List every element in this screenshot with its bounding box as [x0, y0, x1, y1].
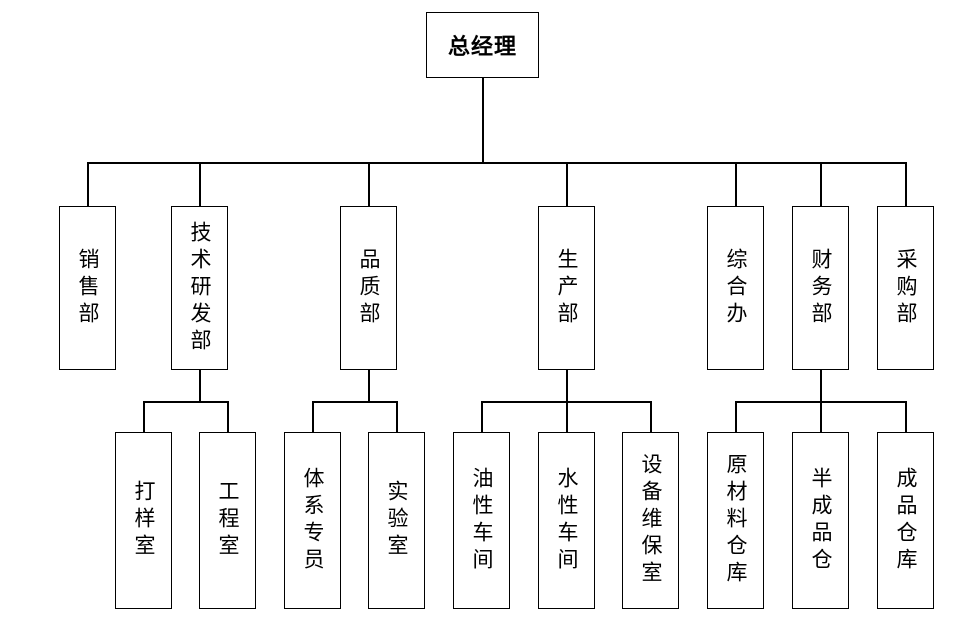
node-dept-purchasing-label: 采购部 [894, 247, 918, 329]
node-sub-laboratory-label: 实验室 [385, 480, 409, 561]
node-sub-engineering-room: 工程室 [199, 432, 256, 609]
connector-dept-purchasing [905, 162, 907, 206]
node-general-manager: 总经理 [426, 12, 539, 78]
node-sub-oil-workshop: 油性车间 [453, 432, 510, 609]
node-dept-sales: 销售部 [59, 206, 116, 370]
node-sub-water-workshop: 水性车间 [538, 432, 595, 609]
connector-production-sub-1 [481, 401, 483, 432]
node-sub-finished-goods-warehouse: 成品仓库 [877, 432, 934, 609]
node-sub-equipment-maintenance: 设备维保室 [622, 432, 679, 609]
node-sub-engineering-room-label: 工程室 [216, 480, 240, 561]
node-sub-sample-room: 打样室 [115, 432, 172, 609]
node-general-manager-label: 总经理 [447, 35, 517, 60]
connector-quality-bus [312, 401, 397, 403]
connector-quality-sub-1 [312, 401, 314, 432]
connector-production-sub-2 [566, 401, 568, 432]
connector-dept-sales [87, 162, 89, 206]
connector-finance-sub-3 [905, 401, 907, 432]
node-dept-quality: 品质部 [340, 206, 397, 370]
node-dept-finance-label: 财务部 [809, 247, 833, 329]
connector-rnd-sub-2 [227, 401, 229, 432]
node-dept-purchasing: 采购部 [877, 206, 934, 370]
node-sub-system-specialist: 体系专员 [284, 432, 341, 609]
connector-dept-bus [87, 162, 906, 164]
connector-rnd-down [199, 370, 201, 402]
connector-dept-rnd [199, 162, 201, 206]
node-sub-oil-workshop-label: 油性车间 [470, 466, 494, 575]
node-dept-quality-label: 品质部 [357, 247, 381, 329]
node-sub-semi-finished-warehouse-label: 半成品仓 [809, 466, 833, 575]
node-sub-system-specialist-label: 体系专员 [301, 466, 325, 575]
node-dept-production: 生产部 [538, 206, 595, 370]
connector-finance-sub-1 [735, 401, 737, 432]
connector-quality-down [368, 370, 370, 402]
node-sub-finished-goods-warehouse-label: 成品仓库 [894, 466, 918, 575]
connector-finance-down [820, 370, 822, 402]
node-sub-water-workshop-label: 水性车间 [555, 466, 579, 575]
connector-rnd-sub-1 [143, 401, 145, 432]
node-sub-semi-finished-warehouse: 半成品仓 [792, 432, 849, 609]
connector-dept-finance [820, 162, 822, 206]
connector-finance-sub-2 [820, 401, 822, 432]
node-dept-admin: 综合办 [707, 206, 764, 370]
node-sub-sample-room-label: 打样室 [132, 480, 156, 561]
connector-root-down [482, 78, 484, 163]
connector-rnd-bus [143, 401, 228, 403]
node-sub-raw-material-warehouse-label: 原材料仓库 [724, 453, 748, 588]
connector-production-down [566, 370, 568, 402]
connector-dept-admin [735, 162, 737, 206]
node-dept-admin-label: 综合办 [724, 247, 748, 329]
connector-quality-sub-2 [396, 401, 398, 432]
node-dept-production-label: 生产部 [555, 247, 579, 329]
node-sub-laboratory: 实验室 [368, 432, 425, 609]
connector-dept-quality [368, 162, 370, 206]
node-dept-finance: 财务部 [792, 206, 849, 370]
node-dept-rnd: 技术研发部 [171, 206, 228, 370]
node-sub-raw-material-warehouse: 原材料仓库 [707, 432, 764, 609]
connector-production-sub-3 [650, 401, 652, 432]
node-sub-equipment-maintenance-label: 设备维保室 [639, 453, 663, 588]
node-dept-sales-label: 销售部 [76, 247, 100, 329]
connector-dept-production [566, 162, 568, 206]
node-dept-rnd-label: 技术研发部 [188, 220, 212, 356]
